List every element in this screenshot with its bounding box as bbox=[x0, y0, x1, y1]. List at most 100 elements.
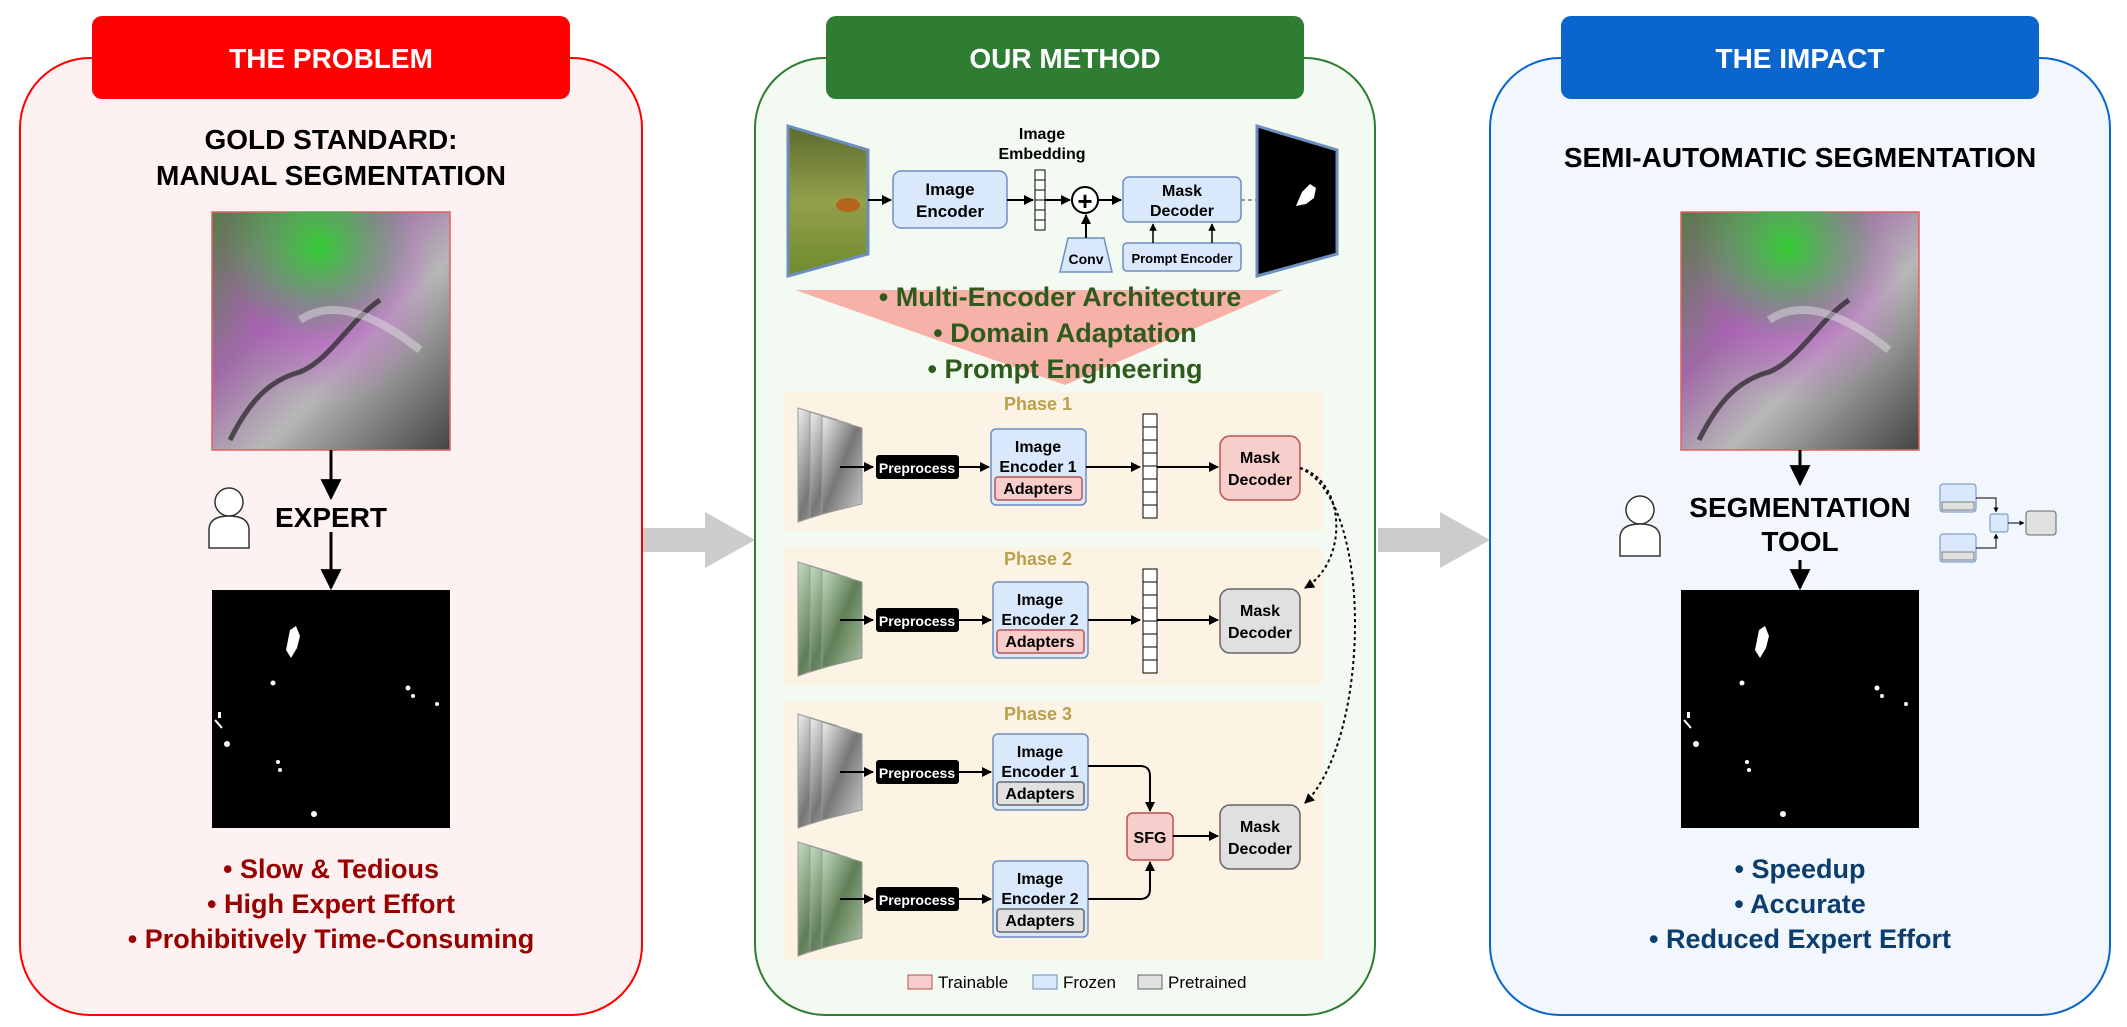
tool-label-line1: SEGMENTATION bbox=[1689, 492, 1910, 523]
adapters-label: Adapters bbox=[1005, 786, 1074, 803]
adapters-trainable bbox=[994, 476, 1083, 501]
problem-bullet: • Slow & Tedious bbox=[223, 854, 439, 884]
conv-label: Conv bbox=[1069, 251, 1104, 267]
legend: Trainable Frozen Pretrained bbox=[907, 973, 1246, 992]
prompt-encoder bbox=[1122, 242, 1242, 272]
preprocess-block bbox=[876, 455, 959, 479]
preprocess-label: Preprocess bbox=[879, 613, 955, 629]
impact-header-text: THE IMPACT bbox=[1715, 43, 1884, 74]
problem-header-text: THE PROBLEM bbox=[229, 43, 433, 74]
panel-arrow-1 bbox=[643, 512, 755, 568]
image-embedding-vector bbox=[1034, 169, 1046, 231]
weight-transfer-arrow bbox=[1299, 467, 1338, 589]
image-encoder-2-label: Image bbox=[1017, 871, 1063, 888]
impact-header bbox=[1561, 16, 2039, 99]
legend-label: Frozen bbox=[1063, 973, 1116, 992]
image-encoder-1-label: Encoder 1 bbox=[1001, 764, 1078, 781]
mask-decoder-label: Mask bbox=[1240, 450, 1280, 467]
grayscale-image-stack bbox=[797, 713, 863, 829]
problem-bullet: • High Expert Effort bbox=[207, 889, 455, 919]
preprocess-block bbox=[876, 760, 959, 784]
mask-decoder-label: Decoder bbox=[1228, 472, 1292, 489]
mask-decoder-label: Decoder bbox=[1228, 841, 1292, 858]
legend-swatch-trainable bbox=[907, 974, 933, 990]
method-header bbox=[826, 16, 1304, 99]
panel-arrow-2 bbox=[1378, 512, 1490, 568]
mask-decoder-trainable bbox=[1219, 435, 1301, 501]
mask-decoder-label: Mask bbox=[1240, 603, 1280, 620]
binary-mask-image bbox=[212, 590, 450, 828]
impact-bullet: • Accurate bbox=[1734, 889, 1866, 919]
impact-title: SEMI-AUTOMATIC SEGMENTATION bbox=[1564, 142, 2036, 173]
image-embedding-label: Image bbox=[1019, 126, 1065, 143]
mask-decoder-pretrained bbox=[1219, 804, 1301, 870]
impact-panel: THE IMPACT SEMI-AUTOMATIC SEGMENTATION S… bbox=[1489, 16, 2111, 1016]
image-encoder-2-label: Image bbox=[1017, 592, 1063, 609]
phase-3: Phase 3 Preprocess Image Encoder 1 Adapt… bbox=[783, 702, 1323, 960]
adapters-trainable bbox=[996, 629, 1085, 654]
image-encoder-2-label: Encoder 2 bbox=[1001, 612, 1078, 629]
method-bullet: • Domain Adaptation bbox=[933, 318, 1196, 348]
mask-decoder-pretrained bbox=[1219, 588, 1301, 654]
legend-swatch-frozen bbox=[1032, 974, 1058, 990]
preprocess-label: Preprocess bbox=[879, 765, 955, 781]
output-mask bbox=[1255, 123, 1339, 278]
problem-panel: THE PROBLEM GOLD STANDARD: MANUAL SEGMEN… bbox=[19, 16, 643, 1016]
problem-title-line1: GOLD STANDARD: bbox=[204, 124, 457, 155]
input-photo bbox=[786, 123, 870, 278]
sam-image-encoder-label: Image bbox=[925, 180, 974, 199]
user-icon bbox=[1619, 495, 1661, 557]
conv-block bbox=[1059, 237, 1113, 273]
legend-label: Pretrained bbox=[1168, 973, 1246, 992]
embedding-vector bbox=[1142, 568, 1158, 674]
weight-transfer-arrow bbox=[1299, 467, 1356, 804]
adapters-label: Adapters bbox=[1003, 481, 1072, 498]
embedding-vector bbox=[1142, 413, 1158, 519]
funnel-shape bbox=[795, 290, 1283, 385]
adapters-label: Adapters bbox=[1005, 913, 1074, 930]
adapters-pretrained bbox=[996, 908, 1085, 933]
phase-1: Phase 1 Preprocess Image Encoder 1 Adapt… bbox=[783, 392, 1323, 530]
problem-header bbox=[92, 16, 570, 99]
impact-bullet: • Speedup bbox=[1735, 854, 1866, 884]
phase-2-title: Phase 2 bbox=[1004, 549, 1072, 569]
problem-bullet: • Prohibitively Time-Consuming bbox=[128, 924, 535, 954]
method-bullet: • Prompt Engineering bbox=[928, 354, 1203, 384]
image-encoder-1-label: Encoder 1 bbox=[999, 459, 1076, 476]
preprocess-block bbox=[876, 887, 959, 911]
method-header-text: OUR METHOD bbox=[969, 43, 1160, 74]
adapters-label: Adapters bbox=[1005, 634, 1074, 651]
image-encoder-1-label: Image bbox=[1017, 744, 1063, 761]
sum-operator-symbol: + bbox=[1077, 186, 1092, 216]
mask-decoder-label: Mask bbox=[1240, 819, 1280, 836]
method-panel: OUR METHOD Image Encoder Image Embedding… bbox=[754, 16, 1376, 1016]
sam-diagram: Image Encoder Image Embedding + Conv Mas… bbox=[786, 123, 1339, 278]
method-bullet: • Multi-Encoder Architecture bbox=[879, 282, 1242, 312]
preprocess-block bbox=[876, 608, 959, 632]
sam-image-encoder-label: Encoder bbox=[916, 202, 984, 221]
image-encoder-2-label: Encoder 2 bbox=[1001, 891, 1078, 908]
satellite-image bbox=[1680, 211, 1920, 451]
preprocess-label: Preprocess bbox=[879, 460, 955, 476]
sfg-label: SFG bbox=[1134, 830, 1167, 847]
impact-bullet: • Reduced Expert Effort bbox=[1649, 924, 1951, 954]
sam-mask-decoder-label: Decoder bbox=[1150, 203, 1214, 220]
preprocess-label: Preprocess bbox=[879, 892, 955, 908]
image-encoder-1-label: Image bbox=[1015, 439, 1061, 456]
expert-label: EXPERT bbox=[275, 502, 387, 533]
mask-decoder-label: Decoder bbox=[1228, 625, 1292, 642]
binary-mask-image bbox=[1681, 590, 1919, 828]
mini-architecture-icon bbox=[1939, 483, 2057, 563]
green-image-stack bbox=[797, 841, 863, 957]
sam-mask-decoder-label: Mask bbox=[1162, 183, 1202, 200]
phase-1-title: Phase 1 bbox=[1004, 394, 1072, 414]
adapters-pretrained bbox=[996, 781, 1085, 806]
legend-label: Trainable bbox=[938, 973, 1008, 992]
tool-label-line2: TOOL bbox=[1761, 526, 1838, 557]
image-embedding-label: Embedding bbox=[998, 146, 1085, 163]
prompt-encoder-label: Prompt Encoder bbox=[1131, 251, 1232, 266]
phase-3-title: Phase 3 bbox=[1004, 704, 1072, 724]
legend-swatch-pretrained bbox=[1137, 974, 1163, 990]
user-icon bbox=[208, 487, 250, 549]
